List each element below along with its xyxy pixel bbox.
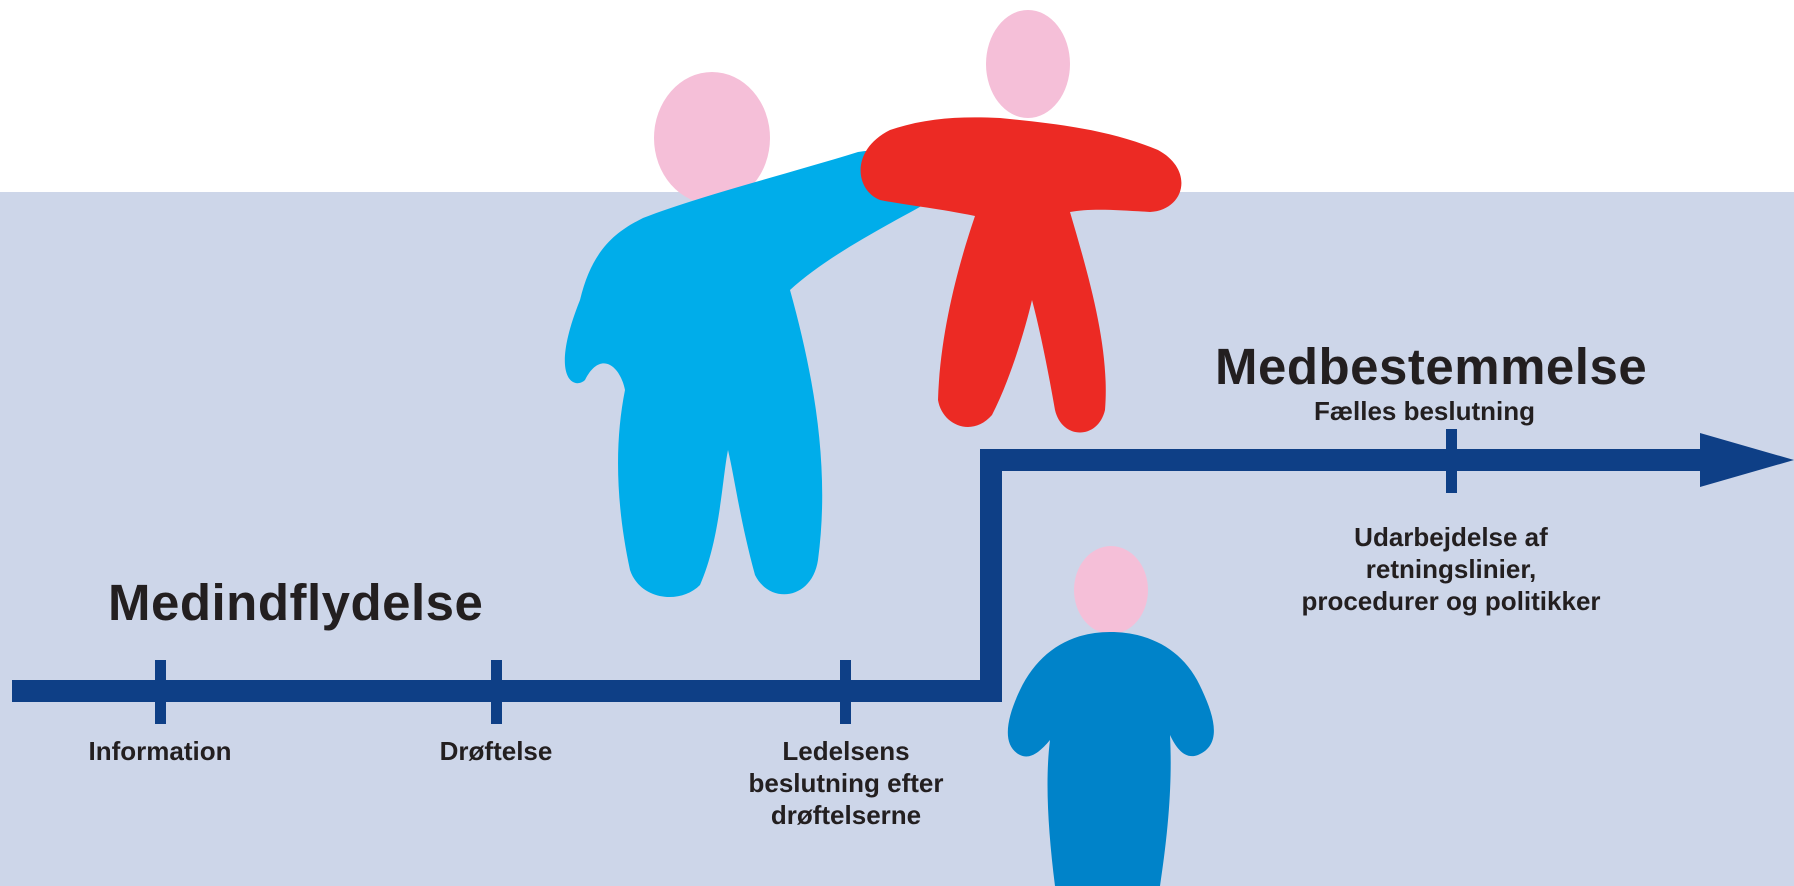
person-dark-blue-icon <box>1007 546 1214 886</box>
milestone-discussion: Drøftelse <box>439 736 553 766</box>
person-light-blue-icon <box>564 72 937 598</box>
tick-discussion <box>491 660 502 724</box>
person-red-icon <box>860 10 1182 433</box>
person-light-blue-body <box>564 150 937 598</box>
milestone-guidelines: Udarbejdelse af retningslinier, procedur… <box>1301 522 1601 616</box>
milestone-management-decision: Ledelsens beslutning efter drøftelserne <box>748 736 944 830</box>
person-dark-blue-head <box>1074 546 1148 634</box>
arrow-head-icon <box>1700 433 1794 487</box>
person-light-blue-head <box>654 72 770 204</box>
person-dark-blue-body <box>1007 632 1214 886</box>
person-red-body <box>860 117 1182 433</box>
milestone-information: Information <box>88 736 232 766</box>
tick-management-decision <box>840 660 851 724</box>
tick-information <box>155 660 166 724</box>
person-red-head <box>986 10 1070 118</box>
phase-title-medindflydelse: Medindflydelse <box>108 574 484 631</box>
tick-guidelines <box>1446 429 1457 493</box>
phase-title-medbestemmelse: Medbestemmelse <box>1215 338 1648 395</box>
background-band <box>0 192 1794 886</box>
phase-subtitle-faelles-beslutning: Fælles beslutning <box>1314 396 1536 426</box>
